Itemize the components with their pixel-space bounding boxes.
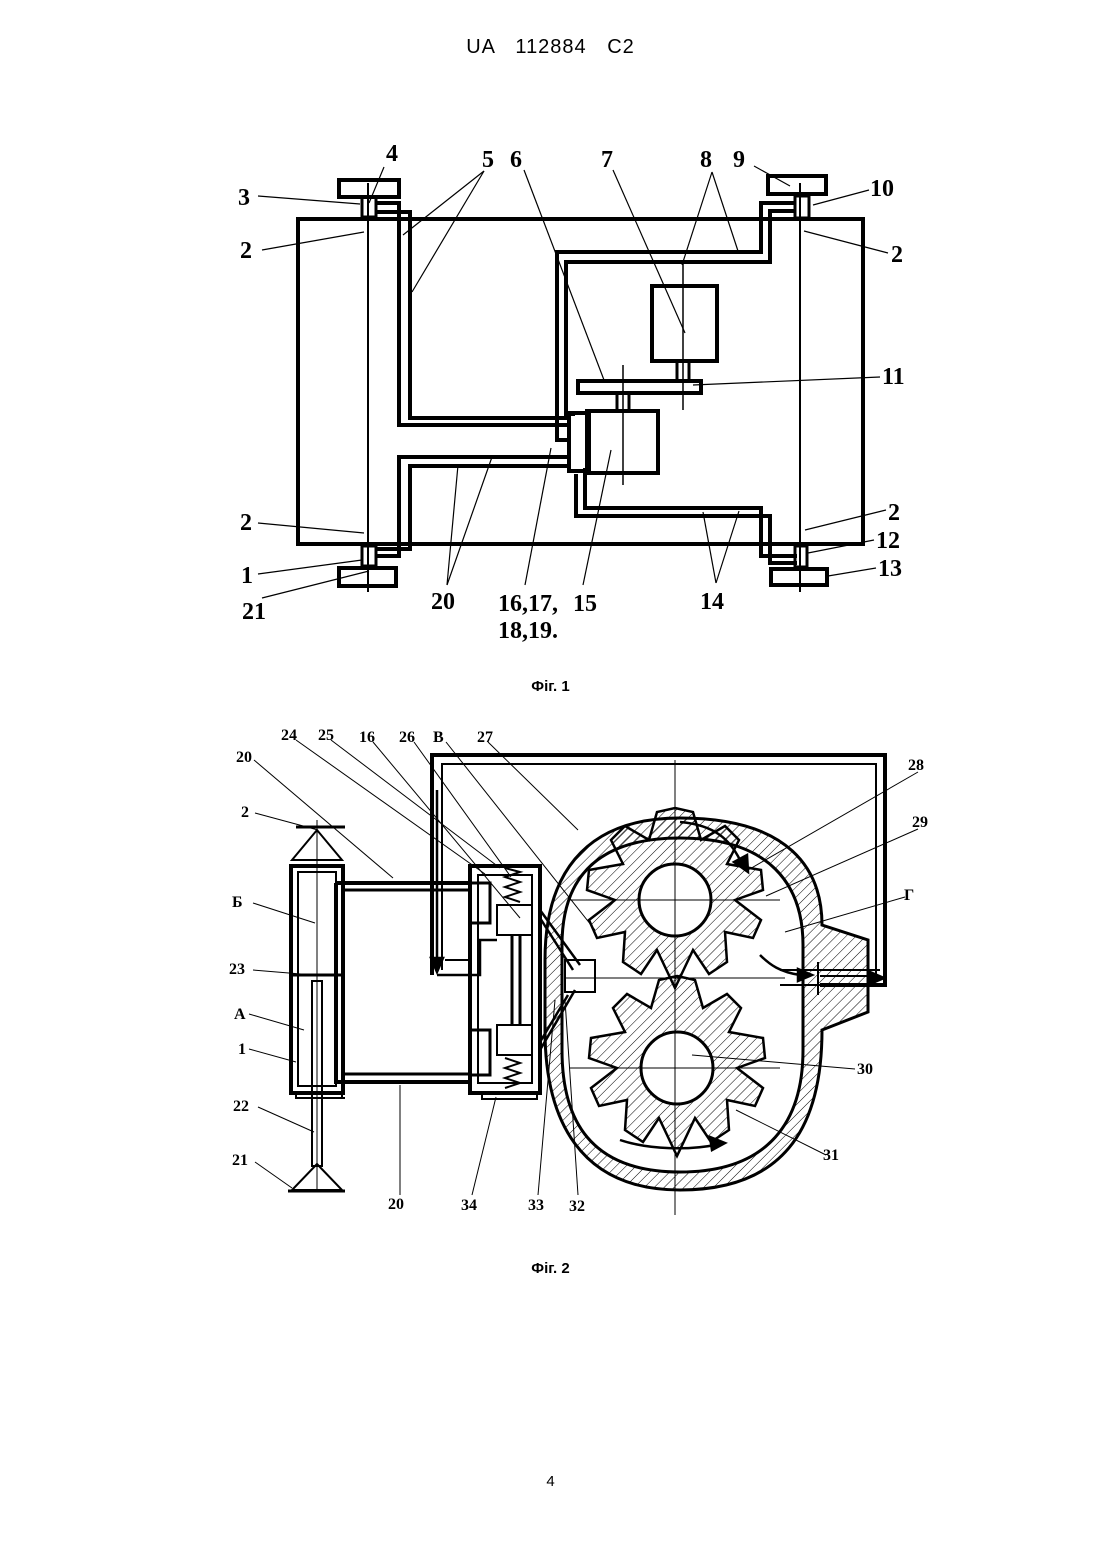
- spring-top: [505, 868, 520, 902]
- fig1-label-9: 9: [733, 147, 745, 173]
- fig1-label-16-17: 16,17,: [498, 591, 558, 617]
- fig2-label-21: 21: [232, 1152, 248, 1169]
- fig2-label-30: 30: [857, 1061, 873, 1078]
- fig2-label-25: 25: [318, 727, 334, 744]
- fig1-label-18-19: 18,19.: [498, 618, 558, 644]
- fig2-label-28: 28: [908, 757, 924, 774]
- fig1-label-2c: 2: [240, 510, 252, 536]
- fig1-label-13: 13: [878, 556, 902, 582]
- pipe-20-top: [336, 883, 470, 1082]
- fig1-label-12: 12: [876, 528, 900, 554]
- left-bottom-line: [376, 457, 568, 556]
- fig2-label-24: 24: [281, 727, 297, 744]
- fig1-label-15: 15: [573, 591, 597, 617]
- fig2-label-V: В: [433, 729, 444, 746]
- fig1-label-2a: 2: [240, 238, 252, 264]
- fig1-label-6: 6: [510, 147, 522, 173]
- right-top-line: [557, 203, 795, 440]
- figure-2-body: [288, 755, 885, 1215]
- fig1-label-7: 7: [601, 147, 613, 173]
- fig1-label-14: 14: [700, 589, 724, 615]
- fig1-label-2b: 2: [891, 242, 903, 268]
- fig2-label-23: 23: [229, 961, 245, 978]
- page-number: 4: [0, 1473, 1101, 1490]
- fig2-label-27: 27: [477, 729, 493, 746]
- fig1-label-5: 5: [482, 147, 494, 173]
- motor-7: [652, 286, 717, 361]
- fig2-label-20a: 20: [236, 749, 252, 766]
- fig1-label-11: 11: [882, 364, 905, 390]
- fig1-label-21: 21: [242, 599, 266, 625]
- fig2-label-26: 26: [399, 729, 415, 746]
- fig2-label-32: 32: [569, 1198, 585, 1215]
- fig2-label-16: 16: [359, 729, 375, 746]
- fig2-label-B: Б: [232, 894, 243, 911]
- figure-1-caption: Фіг. 1: [0, 678, 1101, 695]
- fig2-label-G: Г: [904, 887, 914, 904]
- fig2-label-34: 34: [461, 1197, 477, 1214]
- fig1-label-10: 10: [870, 176, 894, 202]
- fig2-label-1: 1: [238, 1041, 246, 1058]
- fig2-label-20b: 20: [388, 1196, 404, 1213]
- fig2-label-31: 31: [823, 1147, 839, 1164]
- fig2-label-33: 33: [528, 1197, 544, 1214]
- fig1-label-3: 3: [238, 185, 250, 211]
- fig2-label-29: 29: [912, 814, 928, 831]
- fig1-label-20: 20: [431, 589, 455, 615]
- fig2-label-2: 2: [241, 804, 249, 821]
- fig1-label-2d: 2: [888, 500, 900, 526]
- fig1-label-8: 8: [700, 147, 712, 173]
- left-top-line: [376, 203, 568, 425]
- fig2-label-22: 22: [233, 1098, 249, 1115]
- fig1-label-1: 1: [241, 563, 253, 589]
- figure-2-caption: Фіг. 2: [0, 1260, 1101, 1277]
- fig1-label-4: 4: [386, 141, 398, 167]
- figure-1-body: [298, 176, 863, 592]
- fig2-label-A: А: [234, 1006, 246, 1023]
